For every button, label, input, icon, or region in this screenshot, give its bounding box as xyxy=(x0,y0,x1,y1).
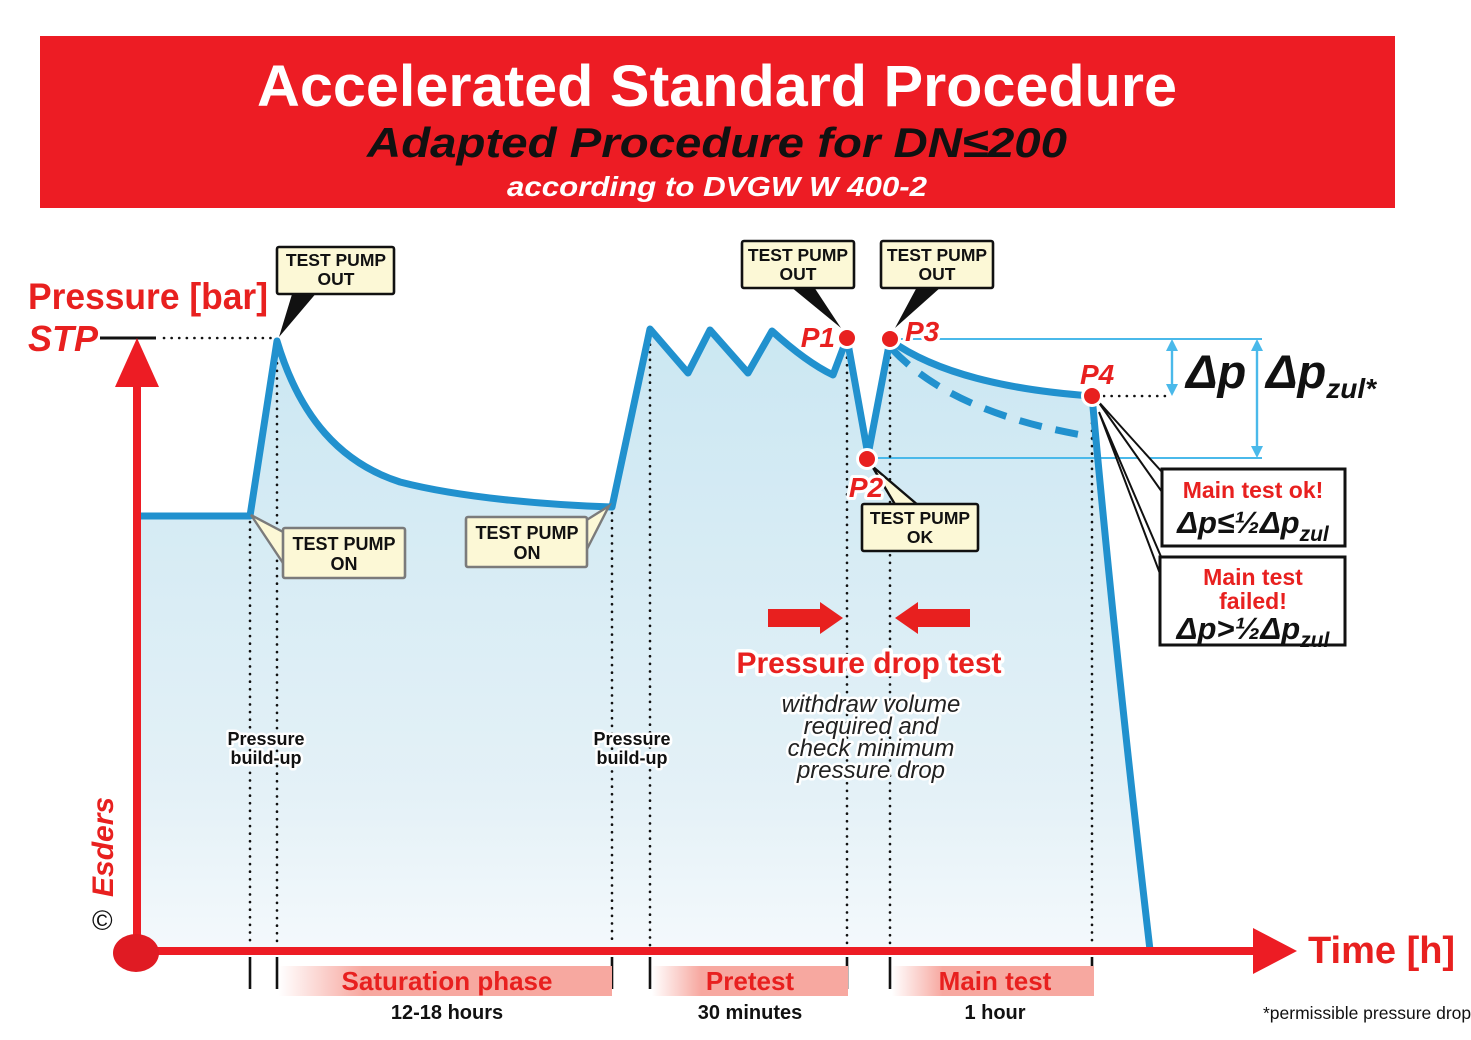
y-axis-ref-stp: STP xyxy=(28,318,99,359)
page-subtitle: Adapted Procedure for DN≤200 xyxy=(366,119,1067,166)
point-p2 xyxy=(856,448,878,470)
main-test-ok-box: Main test ok! Δp≤½Δpzul xyxy=(1160,467,1347,548)
test-pump-out3-pointer xyxy=(895,287,941,328)
pressure-buildup-label-2: Pressure build-up xyxy=(591,727,673,771)
callout-test-pump-ok: TEST PUMP OK xyxy=(860,502,980,553)
point-p4-label: P4 xyxy=(1080,359,1115,390)
on1-line2: ON xyxy=(331,554,358,574)
drop-test-note-line: check minimum xyxy=(788,735,955,762)
pretest-phase-band xyxy=(652,966,848,996)
callout-test-pump-out-3: TEST PUMP OUT xyxy=(879,239,995,290)
pretest-phase-label: Pretest xyxy=(706,966,794,996)
main-test-failed-box: Main test failed! Δp>½Δpzul xyxy=(1158,555,1347,652)
pressure-buildup-label-1: Pressure build-up xyxy=(225,727,307,771)
x-axis-arrowhead xyxy=(1253,928,1297,974)
point-p3-label: P3 xyxy=(905,316,940,347)
copyright-icon: © xyxy=(92,905,113,936)
buildup1-line2: build-up xyxy=(231,748,302,768)
header-banner xyxy=(40,36,1395,208)
pressure-curve xyxy=(133,325,1154,954)
delta-p-zul-sub: zul* xyxy=(1325,373,1377,404)
drop-test-left-arrow-icon xyxy=(895,602,970,634)
out2-line1: TEST PUMP xyxy=(748,245,848,265)
saturation-duration: 12-18 hours xyxy=(391,1002,503,1024)
drop-test-note-line: withdraw volume xyxy=(782,691,961,718)
reference-dotted-lines xyxy=(248,335,1094,948)
main-test-duration: 1 hour xyxy=(964,1002,1025,1024)
out3-line2: OUT xyxy=(919,264,956,284)
test-pump-out1-pointer xyxy=(279,291,318,337)
callout-test-pump-out-1: TEST PUMP OUT xyxy=(275,245,396,296)
delta-p-zul-label: Δpzul* xyxy=(1264,345,1377,404)
drop-test-right-arrow-icon xyxy=(768,602,843,634)
delta-p-arrow xyxy=(1166,339,1178,396)
saturation-phase-band xyxy=(279,966,612,996)
drop-test-note-line: pressure drop xyxy=(796,757,945,784)
point-p2-label: P2 xyxy=(849,472,884,503)
callout-test-pump-out-2: TEST PUMP OUT xyxy=(740,239,856,290)
main-test-ok-formula: Δp≤½Δpzul xyxy=(1176,505,1330,546)
main-test-failed-title1: Main test xyxy=(1203,564,1303,590)
page-standard: according to DVGW W 400-2 xyxy=(507,171,927,202)
point-p1 xyxy=(836,327,858,349)
point-p1-label: P1 xyxy=(801,322,835,353)
test-pump-out2-pointer xyxy=(791,287,841,328)
failed-decay-dashed-curve xyxy=(889,346,1095,441)
main-test-ok-title: Main test ok! xyxy=(1183,477,1324,503)
footnote: *permissible pressure drop xyxy=(1263,1003,1471,1023)
pressure-curve-fill xyxy=(137,329,1150,950)
main-test-phase-label: Main test xyxy=(939,966,1052,996)
delta-p-zul-main: Δp xyxy=(1264,345,1326,398)
main-test-failed-title2: failed! xyxy=(1219,588,1287,614)
buildup1-line1: Pressure xyxy=(227,729,304,749)
origin-dot xyxy=(113,934,159,972)
buildup2-line1: Pressure xyxy=(593,729,670,749)
out3-line1: TEST PUMP xyxy=(887,245,987,265)
out2-line2: OUT xyxy=(780,264,817,284)
y-axis-arrowhead xyxy=(115,338,159,387)
drop-test-note-line: required and xyxy=(804,713,939,740)
y-axis-label: Pressure [bar] xyxy=(28,276,268,317)
point-p4 xyxy=(1081,385,1103,407)
callout-test-pump-on-1: TEST PUMP ON xyxy=(281,526,407,580)
buildup2-line2: build-up xyxy=(597,748,668,768)
out1-line1: TEST PUMP xyxy=(286,250,386,270)
ok-line2: OK xyxy=(907,527,934,547)
point-p3 xyxy=(879,328,901,350)
callout-test-pump-on-2: TEST PUMP ON xyxy=(464,515,589,569)
on2-line2: ON xyxy=(514,543,541,563)
x-axis-label: Time [h] xyxy=(1308,930,1455,972)
pretest-duration: 30 minutes xyxy=(698,1002,802,1024)
drop-test-title: Pressure drop test xyxy=(736,647,1001,680)
out1-line2: OUT xyxy=(318,269,355,289)
on2-line1: TEST PUMP xyxy=(475,523,578,543)
saturation-phase-label: Saturation phase xyxy=(342,966,553,996)
ok-line1: TEST PUMP xyxy=(870,508,970,528)
on1-line1: TEST PUMP xyxy=(292,534,395,554)
brand-logo: Esders xyxy=(87,797,120,897)
drop-test-note: withdraw volume required and check minim… xyxy=(779,689,963,787)
delta-p-zul-arrow xyxy=(1251,339,1263,458)
main-test-failed-formula: Δp>½Δpzul xyxy=(1176,611,1331,652)
main-test-phase-band xyxy=(892,966,1094,996)
page-title: Accelerated Standard Procedure xyxy=(257,54,1177,119)
delta-p-label: Δp xyxy=(1184,345,1246,398)
